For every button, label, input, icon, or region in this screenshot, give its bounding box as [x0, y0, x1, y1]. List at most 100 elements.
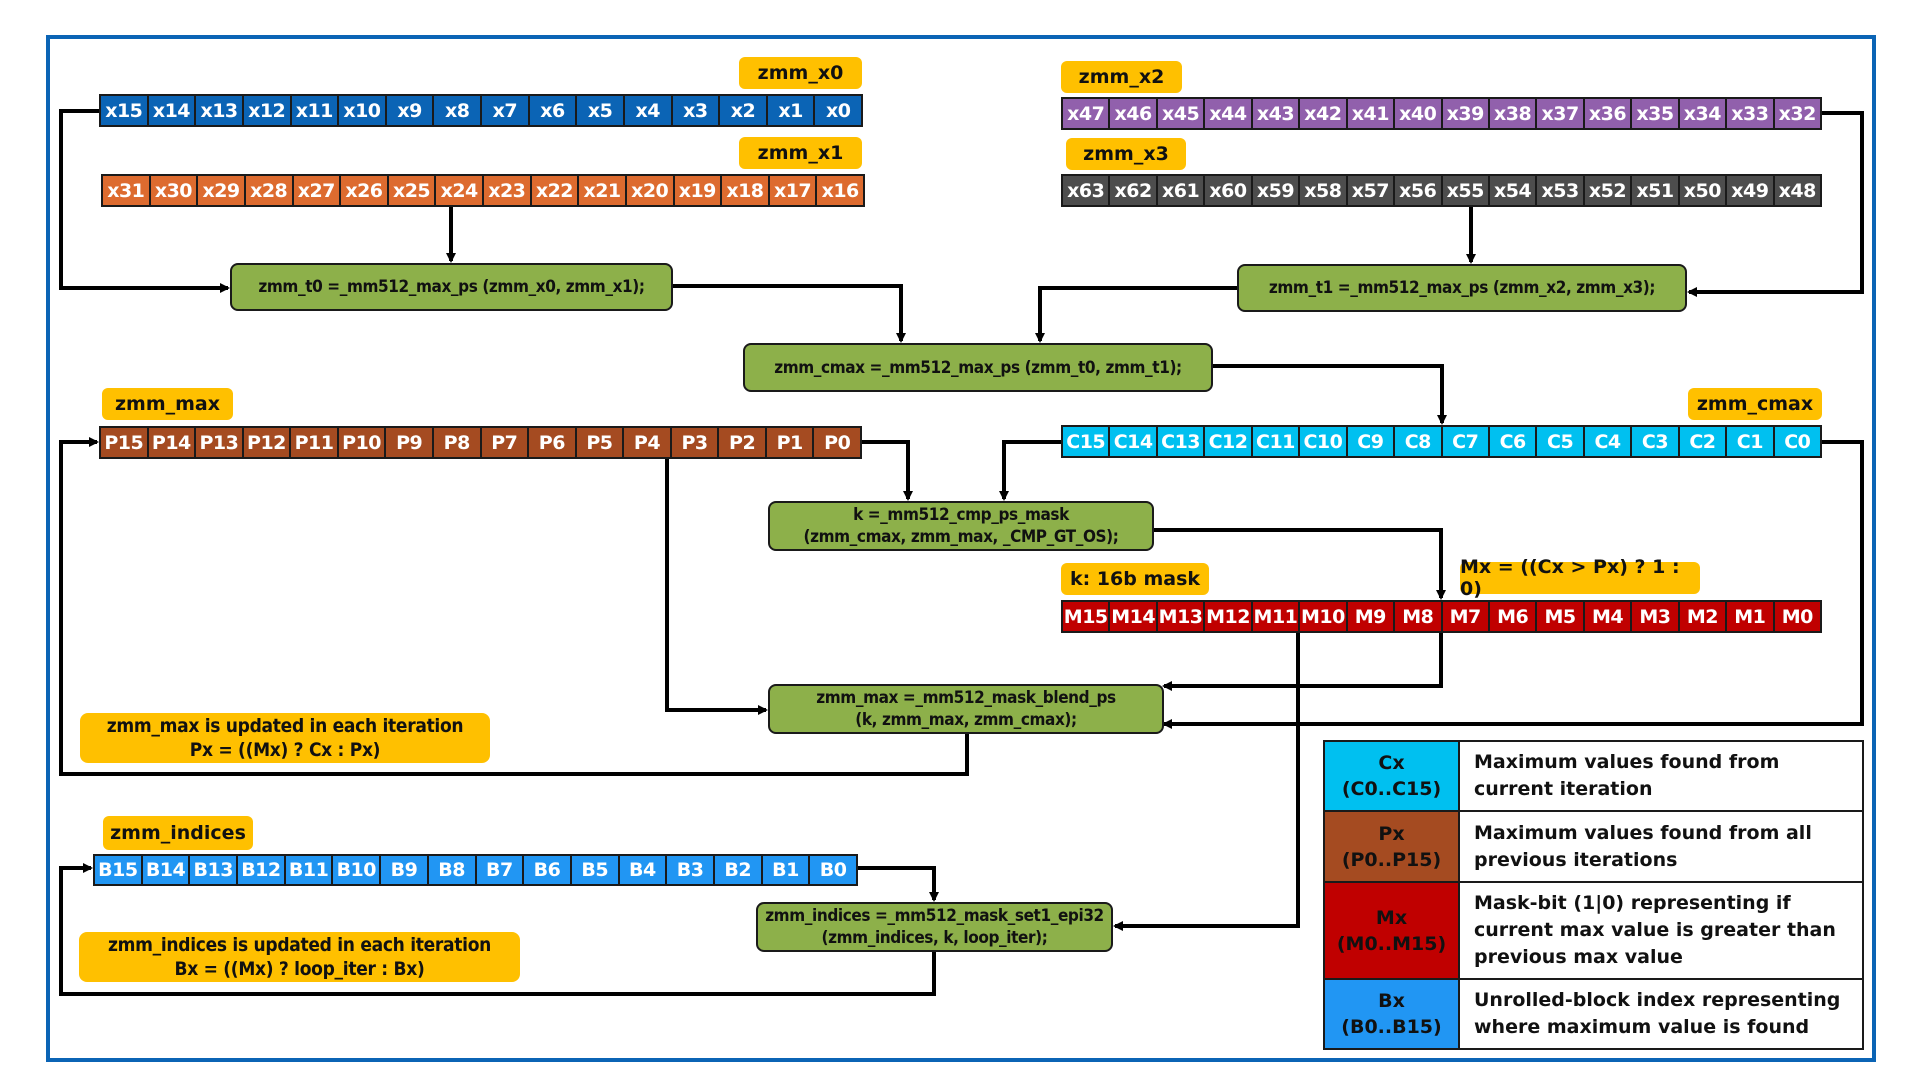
- op-max-t0: zmm_t0 =_mm512_max_ps (zmm_x0, zmm_x1);: [230, 263, 673, 311]
- op-code-line: (zmm_indices, k, loop_iter);: [821, 928, 1048, 948]
- register-cell: P5: [577, 428, 625, 457]
- register-cell: x44: [1205, 99, 1253, 128]
- register-cell: x2: [720, 96, 768, 125]
- register-cell: x6: [530, 96, 578, 125]
- register-cell: x47: [1063, 99, 1111, 128]
- register-cell: M15: [1063, 602, 1111, 631]
- register-cell: C0: [1784, 430, 1811, 453]
- op-code-line: k =_mm512_cmp_ps_mask: [853, 505, 1069, 525]
- register-cell: B3: [667, 856, 715, 884]
- label-zmm-x0: zmm_x0: [739, 57, 862, 89]
- register-cell: M6: [1490, 602, 1538, 631]
- op-max-cmax: zmm_cmax =_mm512_max_ps (zmm_t0, zmm_t1)…: [743, 343, 1213, 392]
- register-cell: x45: [1158, 99, 1206, 128]
- op-mask-set1: zmm_indices =_mm512_mask_set1_epi32(zmm_…: [756, 902, 1113, 952]
- register-cell: x54: [1490, 176, 1538, 205]
- register-cell: x51: [1632, 176, 1680, 205]
- legend-row: Px(P0..P15)Maximum values found from all…: [1323, 810, 1864, 883]
- register-cell: M4: [1585, 602, 1633, 631]
- register-cell: C7: [1443, 427, 1490, 456]
- register-cell: B2: [715, 856, 763, 884]
- register-cell: M13: [1158, 602, 1206, 631]
- label-zmm-x1: zmm_x1: [739, 137, 862, 169]
- register-cell: M8: [1395, 602, 1443, 631]
- note-zmm-max-update: zmm_max is updated in each iteration Px …: [80, 713, 490, 763]
- register-cell: x43: [1253, 99, 1301, 128]
- label-zmm-indices: zmm_indices: [103, 816, 253, 850]
- op-code-line: (zmm_cmax, zmm_max, _CMP_GT_OS);: [803, 527, 1119, 547]
- op-mask-blend: zmm_max =_mm512_mask_blend_ps(k, zmm_max…: [768, 684, 1164, 734]
- legend-key: Px(P0..P15): [1323, 810, 1460, 883]
- register-cell: x42: [1300, 99, 1348, 128]
- register-cell: x33: [1727, 99, 1775, 128]
- label-k-mask: k: 16b mask: [1061, 563, 1209, 595]
- register-cell: P10: [339, 428, 387, 457]
- register-cell: x29: [198, 176, 246, 205]
- register-cell: P6: [529, 428, 577, 457]
- register-cell: C1: [1727, 427, 1775, 456]
- register-cell: x48: [1778, 179, 1817, 202]
- label-mask-formula: Mx = ((Cx > Px) ? 1 : 0): [1460, 556, 1700, 600]
- op-code-line: (k, zmm_max, zmm_cmax);: [855, 710, 1077, 730]
- register-cell: C8: [1395, 427, 1443, 456]
- register-cell: x23: [484, 176, 532, 205]
- register-cell: x15: [101, 96, 149, 125]
- note-line: zmm_max is updated in each iteration: [106, 715, 464, 737]
- op-code-line: zmm_indices =_mm512_mask_set1_epi32: [765, 906, 1104, 926]
- register-cell: x41: [1348, 99, 1396, 128]
- legend-description: Maximum values found from all previous i…: [1458, 810, 1864, 883]
- legend-key-range: (P0..P15): [1341, 848, 1442, 871]
- register-cell: B9: [381, 856, 429, 884]
- register-cell: x20: [627, 176, 675, 205]
- register-cell: P3: [672, 428, 720, 457]
- register-cell: B15: [95, 856, 143, 884]
- legend-key: Mx (M0..M15): [1323, 881, 1460, 980]
- register-cell: C6: [1490, 427, 1538, 456]
- register-cell: C10: [1300, 427, 1348, 456]
- register-cell: x37: [1537, 99, 1585, 128]
- legend-table: Cx(C0..C15)Maximum values found from cur…: [1323, 740, 1864, 1050]
- label-zmm-x2: zmm_x2: [1061, 61, 1182, 93]
- legend-key-range: (B0..B15): [1341, 1016, 1442, 1038]
- register-cell: x35: [1632, 99, 1680, 128]
- register-cell: x58: [1300, 176, 1348, 205]
- register-cell: x27: [294, 176, 342, 205]
- register-cell: x49: [1727, 176, 1775, 205]
- register-cell: C5: [1537, 427, 1585, 456]
- register-cell: C11: [1253, 427, 1301, 456]
- register-cell: x52: [1585, 176, 1633, 205]
- register-cell: C12: [1205, 427, 1253, 456]
- register-cell: x28: [246, 176, 294, 205]
- op-code-line: zmm_max =_mm512_mask_blend_ps: [816, 688, 1116, 708]
- register-cell: x24: [436, 176, 484, 205]
- register-cell: x21: [579, 176, 627, 205]
- register-cell: B6: [524, 856, 572, 884]
- legend-description: Maximum values found from current iterat…: [1458, 740, 1864, 812]
- register-cell: x9: [387, 96, 435, 125]
- legend-description: Unrolled-block index representing where …: [1458, 978, 1864, 1050]
- legend-key-range: (M0..M15): [1336, 932, 1447, 955]
- register-cell: P14: [149, 428, 197, 457]
- register-cell: P13: [196, 428, 244, 457]
- register-cell: x7: [482, 96, 530, 125]
- register-cell: P8: [434, 428, 482, 457]
- register-cell: P2: [719, 428, 767, 457]
- register-cell: x60: [1205, 176, 1253, 205]
- label-zmm-cmax: zmm_cmax: [1688, 388, 1822, 420]
- register-cell: x31: [103, 176, 151, 205]
- register-cell: M3: [1632, 602, 1680, 631]
- register-cell: C9: [1348, 427, 1396, 456]
- legend-key-name: Mx: [1375, 906, 1408, 929]
- op-cmp-mask: k =_mm512_cmp_ps_mask(zmm_cmax, zmm_max,…: [768, 501, 1154, 551]
- register-cell: C4: [1585, 427, 1633, 456]
- register-cell: x30: [151, 176, 199, 205]
- register-cell: M5: [1537, 602, 1585, 631]
- register-cell: x13: [196, 96, 244, 125]
- legend-row: Bx(B0..B15)Unrolled-block index represen…: [1323, 978, 1864, 1050]
